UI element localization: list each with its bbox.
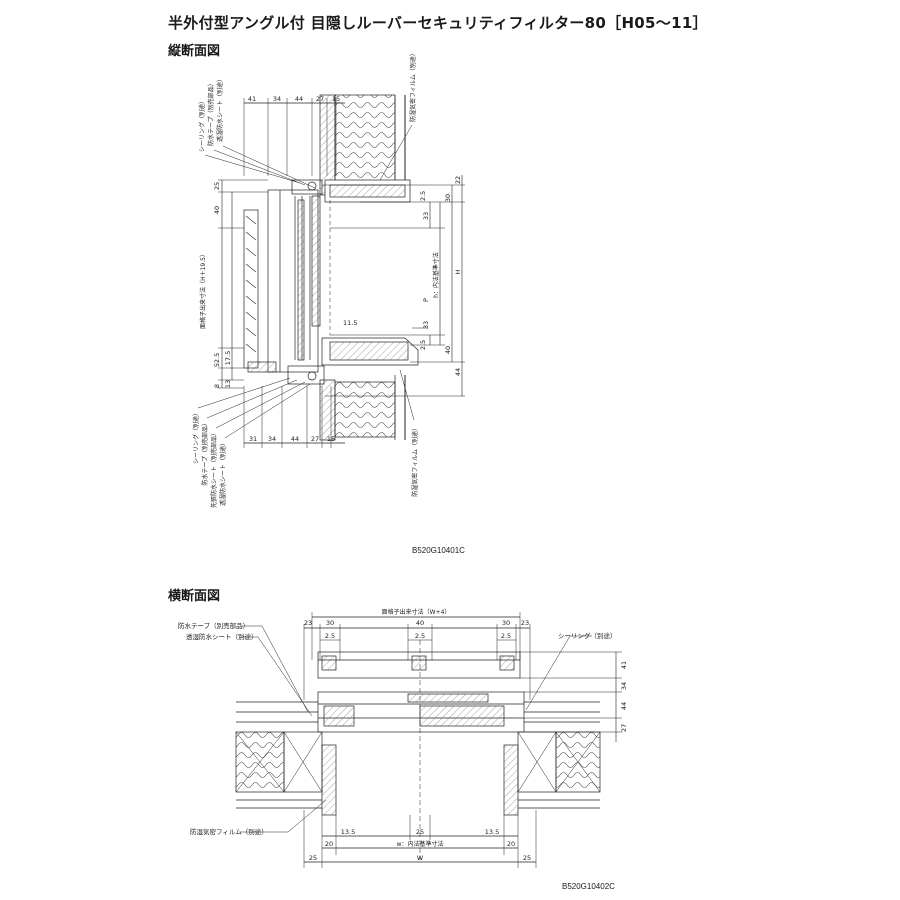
v-callout-film: 防湿気密フィルム（別途） <box>409 50 417 122</box>
h-top-dim: 30 <box>502 619 510 627</box>
horizontal-drawing-code: B520G10402C <box>562 882 615 891</box>
h-top-dim: 30 <box>326 619 334 627</box>
vertical-drawing-code: B520G10401C <box>412 546 465 555</box>
h-bottom-dim: 13.5 <box>341 828 355 836</box>
v-left-dim: 52.5 <box>213 353 221 367</box>
v-left-span-label: 面格子出来寸法（H＋19.5） <box>199 251 207 329</box>
v-bottom-dim: 27 <box>311 435 319 443</box>
v-pitch-label: P <box>422 298 430 302</box>
v-left-dim: 17.5 <box>224 351 232 365</box>
v-top-dim: 44 <box>295 95 303 103</box>
v-right-dim: 30 <box>444 194 452 202</box>
h-callout-sealing: シーリング（別途） <box>558 631 617 640</box>
horizontal-section <box>235 612 622 868</box>
v-callout-tape-bottom: 防水テープ（別売部品） <box>201 420 209 486</box>
v-top-dim: 27 <box>316 95 324 103</box>
h-right-dim: 44 <box>620 702 628 710</box>
v-right-dim: 44 <box>454 368 462 376</box>
h-top-dim: 40 <box>416 619 424 627</box>
v-left-dim: 13 <box>224 380 232 388</box>
v-top-dim: 34 <box>273 95 281 103</box>
v-right-dim: 2.5 <box>419 191 427 201</box>
v-callout-sealing-bottom: シーリング（別途） <box>192 410 200 464</box>
h-right-dim: 34 <box>620 682 628 690</box>
v-top-dim: 15 <box>332 95 340 103</box>
h-callout-tape: 防水テープ（別売部品） <box>178 621 249 630</box>
h-right-dim: 41 <box>620 661 628 669</box>
v-right-dim: 2.5 <box>419 340 427 350</box>
v-callout-sheet-bottom: 透湿防水シート（別途） <box>219 440 227 506</box>
horizontal-section-heading: 横断面図 <box>168 589 221 604</box>
h-width-label: W <box>417 854 424 862</box>
page-title: 半外付型アングル付 目隠しルーバーセキュリティフィルター80［H05～11］ <box>168 14 708 32</box>
h-bottom-dim: 25 <box>309 854 317 862</box>
h-bottom-dim: 25 <box>416 828 424 836</box>
h-bottom-dim: 25 <box>523 854 531 862</box>
v-right-dim: 33 <box>422 321 430 329</box>
h-top-span: 面格子出来寸法（W+4） <box>382 608 451 616</box>
v-callout-sealing: シーリング（別途） <box>198 98 206 152</box>
h-bottom-dim: 20 <box>325 840 333 848</box>
h-small-dim: 2.5 <box>501 632 511 640</box>
h-callout-film: 防湿気密フィルム（別途） <box>190 827 268 836</box>
h-small-dim: 2.5 <box>325 632 335 640</box>
v-left-dim: 25 <box>213 182 221 190</box>
h-inner-dim-label: w：内法基準寸法 <box>397 840 444 848</box>
vertical-section-heading: 縦断面図 <box>168 44 221 59</box>
v-callout-tape: 防水テープ（別売部品） <box>207 80 215 146</box>
v-height-label: H <box>454 269 462 274</box>
v-inner-dim-label: h：内法基準寸法 <box>432 252 440 298</box>
h-top-dim: 23 <box>521 619 529 627</box>
vertical-section <box>197 94 465 448</box>
v-inner-dim: 11.5 <box>343 319 357 327</box>
v-callout-sheet: 透湿防水シート（別途） <box>216 76 224 142</box>
v-callout-film-bottom: 防湿気密フィルム（別途） <box>411 425 419 497</box>
v-bottom-dim: 44 <box>291 435 299 443</box>
h-callout-sheet: 透湿防水シート（別途） <box>186 632 258 641</box>
v-left-dim: 8 <box>213 384 221 388</box>
v-bottom-dim: 31 <box>249 435 257 443</box>
v-left-dim: 40 <box>213 206 221 214</box>
v-right-dim: 33 <box>422 212 430 220</box>
v-callout-presheet-bottom: 先張防水シート（別売部品） <box>210 430 218 508</box>
h-top-dim: 23 <box>304 619 312 627</box>
v-right-dim: 40 <box>444 346 452 354</box>
h-small-dim: 2.5 <box>415 632 425 640</box>
h-bottom-dim: 13.5 <box>485 828 499 836</box>
h-bottom-dim: 20 <box>507 840 515 848</box>
v-bottom-dim: 34 <box>268 435 276 443</box>
v-bottom-dim: 15 <box>327 435 335 443</box>
v-top-dim: 41 <box>248 95 256 103</box>
v-right-dim: 22 <box>454 176 462 184</box>
h-right-dim: 27 <box>620 724 628 732</box>
